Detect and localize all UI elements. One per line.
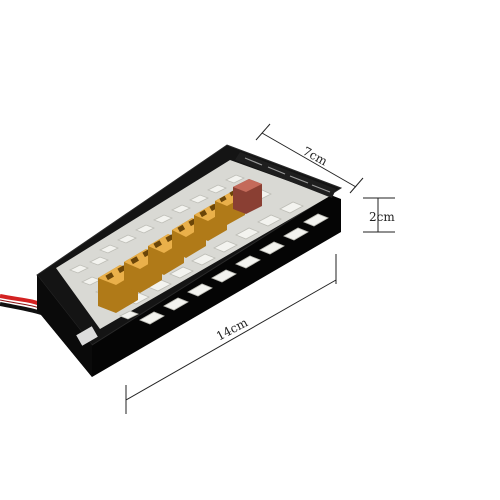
side-port: [76, 326, 98, 346]
label-strip-text: [244, 157, 331, 193]
deans-plug: [233, 179, 262, 214]
dimension-lines: [125, 123, 395, 414]
parallel-charging-board: [36, 144, 343, 377]
height-dimension-label: 2cm: [369, 210, 395, 224]
xt60-connectors: [98, 189, 245, 313]
